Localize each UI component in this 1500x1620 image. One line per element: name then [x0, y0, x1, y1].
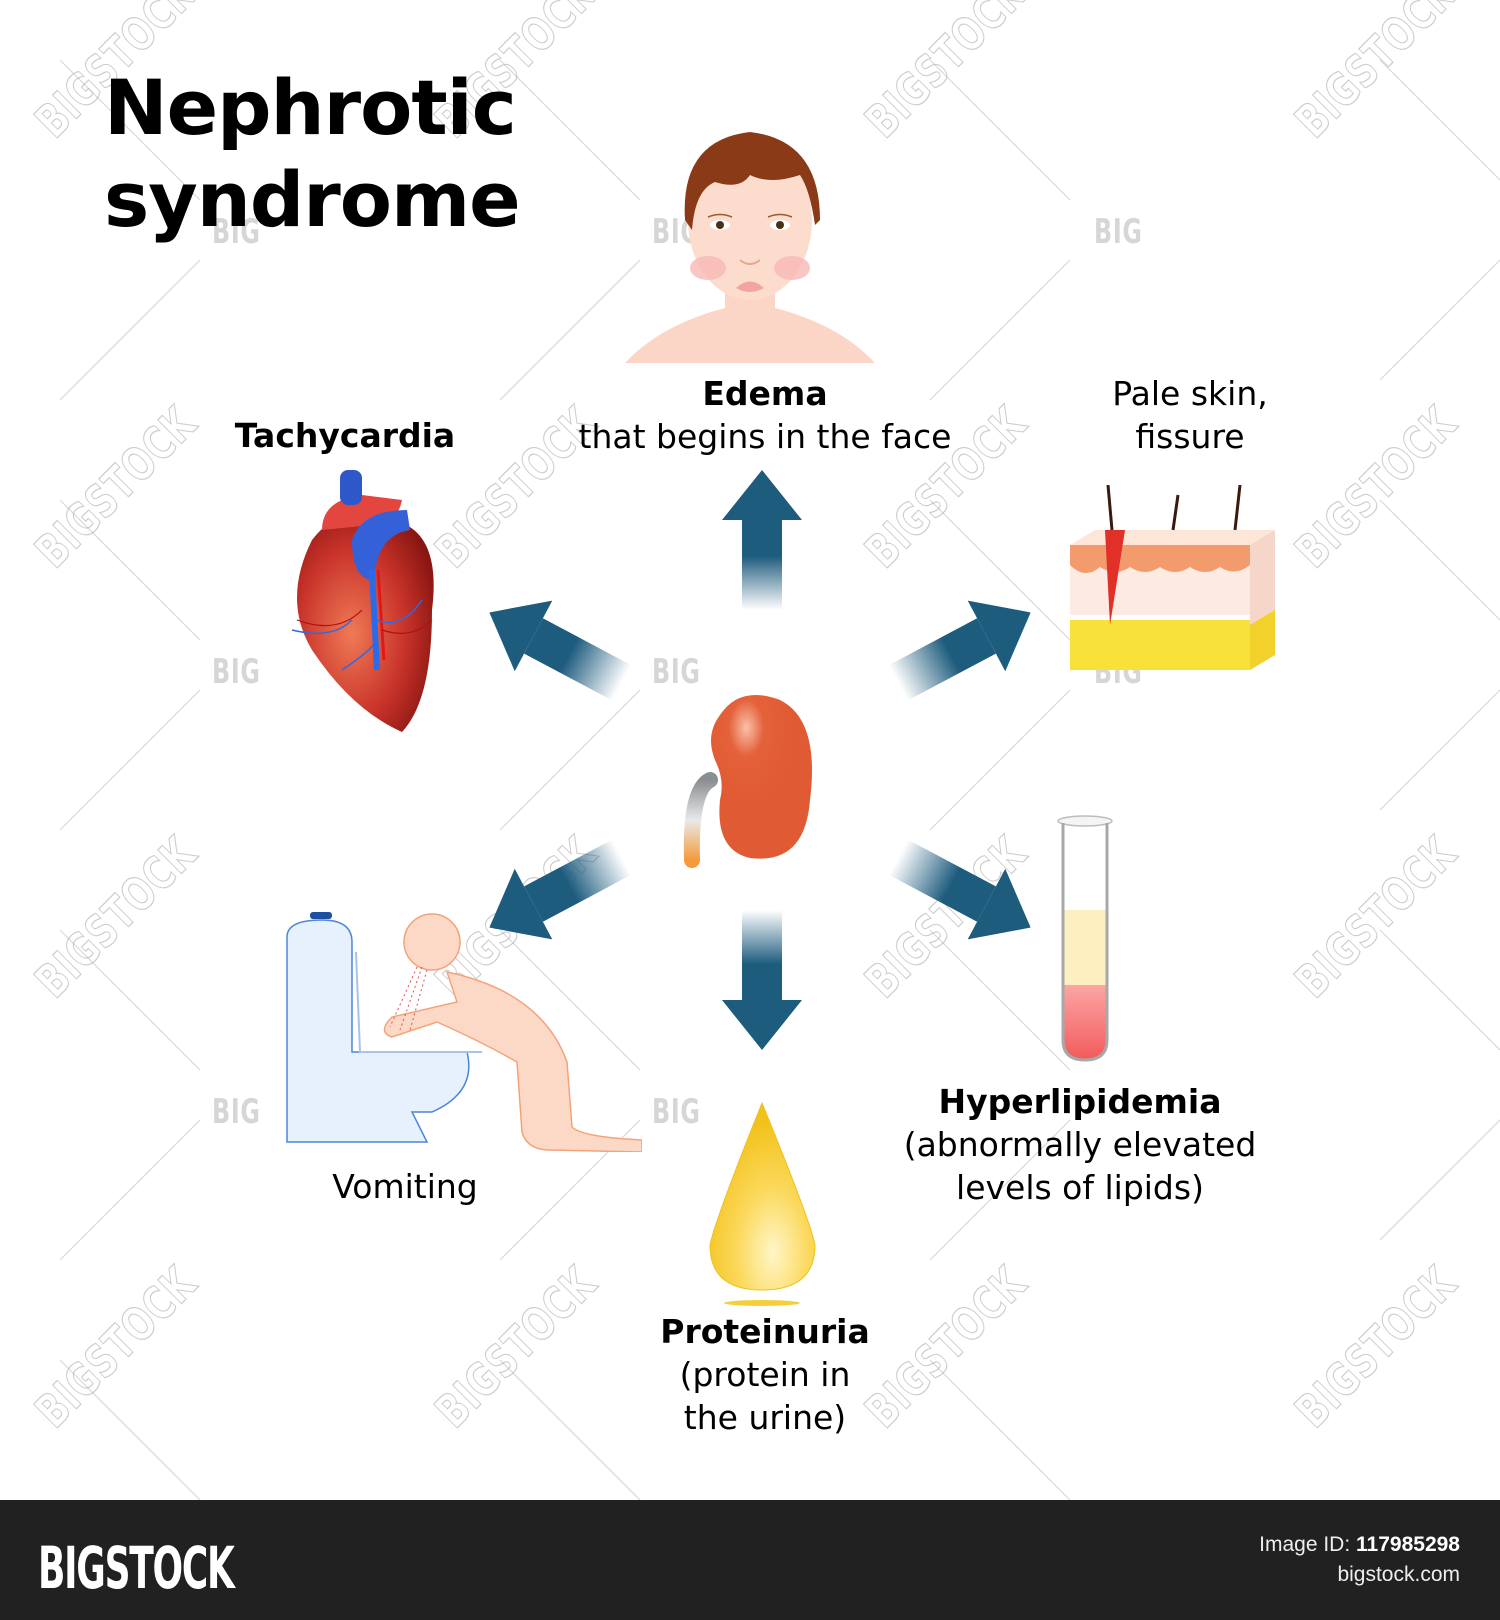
watermark-small: BIG [212, 1092, 261, 1132]
watermark-small: BIG [652, 1092, 701, 1132]
edema-description: that begins in the face [578, 417, 952, 456]
swollen-face-icon [625, 132, 875, 363]
hyperlipidemia-line-1: (abnormally elevated [903, 1125, 1257, 1164]
edema-title: Edema [702, 374, 828, 413]
diagram-canvas: BIGSTOCK BIGSTOCK BIGSTOCK BIGSTOCK BIGS… [24, 0, 1500, 1500]
label-tachycardia: Tachycardia [200, 414, 490, 457]
arrow-lower-left-icon [489, 839, 632, 940]
test-tube-icon [1057, 815, 1113, 1062]
watermark-small: BIG [1094, 212, 1143, 252]
hyperlipidemia-title: Hyperlipidemia [938, 1082, 1222, 1121]
label-proteinuria: Proteinuria (protein in the urine) [620, 1310, 910, 1439]
diagram-title: Nephrotic syndrome [104, 62, 521, 246]
proteinuria-line-1: (protein in [679, 1355, 851, 1394]
skin-line-1: Pale skin, [1112, 374, 1268, 413]
label-edema: Edema that begins in the face [540, 372, 990, 458]
kidney-icon [683, 695, 812, 868]
watermark-grid [59, 59, 1500, 1500]
vomiting-text: Vomiting [332, 1167, 478, 1206]
arrow-lower-right-icon [888, 839, 1031, 940]
tachycardia-title: Tachycardia [234, 416, 456, 455]
image-meta: Image ID: 117985298 bigstock.com [1259, 1530, 1460, 1590]
arrow-upper-left-icon [489, 600, 632, 701]
title-line-2: syndrome [104, 155, 521, 244]
heart-icon [291, 470, 434, 732]
image-id-label: Image ID: [1259, 1533, 1351, 1556]
watermark-small: BIG [212, 212, 261, 252]
droplet-icon [709, 1101, 816, 1306]
label-hyperlipidemia: Hyperlipidemia (abnormally elevated leve… [870, 1080, 1290, 1209]
vomiting-person-icon [286, 912, 642, 1152]
site-link[interactable]: bigstock.com [1337, 1563, 1460, 1586]
label-pale-skin: Pale skin, fissure [1040, 372, 1340, 458]
arrow-up-icon [722, 470, 802, 610]
stock-footer: BIGSTOCK Image ID: 117985298 bigstock.co… [0, 1500, 1500, 1620]
image-id-row: Image ID: 117985298 [1259, 1530, 1460, 1560]
image-id-value: 117985298 [1356, 1533, 1460, 1556]
brand-logo: BIGSTOCK [38, 1534, 235, 1602]
proteinuria-title: Proteinuria [660, 1312, 870, 1351]
skin-line-2: fissure [1135, 417, 1245, 456]
arrow-down-icon [722, 910, 802, 1050]
arrow-upper-right-icon [888, 600, 1031, 701]
proteinuria-line-2: the urine) [683, 1398, 847, 1437]
skin-fissure-icon [1070, 485, 1275, 670]
arrows-layer [489, 470, 1031, 1050]
label-vomiting: Vomiting [290, 1165, 520, 1208]
watermark-small: BIG [652, 652, 701, 692]
watermark-small: BIG [212, 652, 261, 692]
title-line-1: Nephrotic [104, 63, 517, 152]
hyperlipidemia-line-2: levels of lipids) [956, 1168, 1204, 1207]
